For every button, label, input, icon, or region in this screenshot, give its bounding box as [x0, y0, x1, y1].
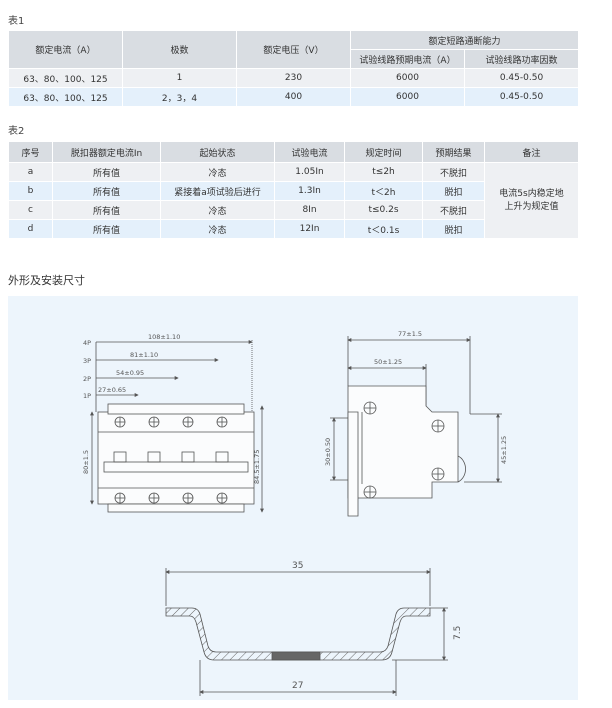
th-test-current: 试验电流	[274, 141, 345, 163]
table-row: c 所有值 冷态 8In t≤0.2s 不脱扣	[8, 200, 579, 220]
dim-label: 80±1.5	[82, 450, 90, 474]
cell: 12In	[274, 219, 345, 239]
table-row: 63、80、100、125 2，3，4 400 6000 0.45-0.50	[8, 87, 580, 107]
cell: 1.3In	[274, 181, 345, 201]
cell: t＜2h	[344, 181, 423, 201]
cell: 63、80、100、125	[8, 68, 123, 88]
note-line: 电流5s内稳定地	[499, 188, 564, 199]
pole-label: 1P	[83, 392, 91, 400]
pole-dimension-lines	[95, 340, 253, 412]
dim-label: 45±1.25	[500, 436, 508, 464]
cell: 冷态	[160, 219, 275, 239]
dim-label: 7.5	[453, 626, 463, 640]
note-cell: 电流5s内稳定地 上升为规定值	[484, 162, 579, 239]
th-result: 预期结果	[422, 141, 485, 163]
table-row: d 所有值 冷态 12In t＜0.1s 脱扣	[8, 219, 579, 239]
din-rail-drawing	[165, 568, 448, 696]
th-power-factor: 试验线路功率因数	[463, 49, 580, 69]
table-row: a 所有值 冷态 1.05In t≤2h 不脱扣 电流5s内稳定地 上升为规定值	[8, 162, 579, 239]
cell: 脱扣	[422, 219, 485, 239]
section-title: 外形及安装尺寸	[8, 274, 85, 287]
cell: t≤2h	[344, 162, 423, 182]
dim-label: 77±1.5	[398, 330, 422, 338]
table1-caption: 表1	[8, 16, 25, 27]
cell: 1.05In	[274, 162, 345, 182]
front-view-drawing	[90, 340, 264, 513]
table-row: 63、80、100、125 1 230 6000 0.45-0.50	[8, 68, 580, 88]
table2-caption: 表2	[8, 126, 25, 137]
pole-label: 4P	[83, 339, 91, 347]
cell: 63、80、100、125	[8, 87, 123, 107]
cell: 冷态	[160, 162, 275, 182]
dim-label: 54±0.95	[116, 369, 144, 377]
th-state: 起始状态	[160, 141, 275, 163]
cell: 所有值	[52, 219, 161, 239]
cell: 8In	[274, 200, 345, 220]
dim-label: 30±0.50	[324, 438, 332, 466]
dimension-drawings: 4P 3P 2P 1P 108±1.10 81±1.10 54±0.95 27±…	[82, 330, 508, 696]
th-rated-current: 额定电流（A）	[8, 30, 123, 69]
th-poles: 极数	[122, 30, 237, 69]
side-view-drawing	[330, 336, 502, 517]
cell: 2，3，4	[122, 87, 237, 107]
note-line: 上升为规定值	[504, 201, 559, 212]
cell: c	[8, 200, 53, 220]
th-breaking-capacity: 额定短路通断能力	[349, 30, 580, 50]
dim-label: 84.5±1.75	[253, 450, 261, 484]
cell: 1	[122, 68, 237, 88]
drawing-panel: 4P 3P 2P 1P 108±1.10 81±1.10 54±0.95 27±…	[8, 296, 578, 700]
th-test-current: 试验线路预期电流（A）	[350, 49, 465, 69]
cell: b	[8, 181, 53, 201]
cell: 脱扣	[422, 181, 485, 201]
cell: 400	[236, 87, 351, 107]
cell: 230	[236, 68, 351, 88]
cell: t≤0.2s	[344, 200, 423, 220]
cell: 所有值	[52, 162, 161, 182]
dim-label: 27	[292, 681, 303, 691]
dim-label: 81±1.10	[130, 351, 158, 359]
cell: 所有值	[52, 181, 161, 201]
cell: 6000	[350, 68, 465, 88]
cell: 0.45-0.50	[463, 68, 580, 88]
dim-label: 35	[292, 561, 303, 571]
cell: t＜0.1s	[344, 219, 423, 239]
cell: 不脱扣	[422, 162, 485, 182]
dim-label: 27±0.65	[98, 386, 126, 394]
dim-label: 108±1.10	[148, 333, 180, 341]
cell: a	[8, 162, 53, 182]
cell: 不脱扣	[422, 200, 485, 220]
th-no: 序号	[8, 141, 53, 163]
th-rated-voltage: 额定电压（V）	[236, 30, 351, 69]
table2: 序号 脱扣器额定电流In 起始状态 试验电流 规定时间 预期结果 备注 a 所有…	[8, 141, 579, 239]
th-rated: 脱扣器额定电流In	[52, 141, 161, 163]
cell: 6000	[350, 87, 465, 107]
dim-label: 50±1.25	[374, 358, 402, 366]
cell: 0.45-0.50	[463, 87, 580, 107]
cell: 冷态	[160, 200, 275, 220]
pole-label: 2P	[83, 375, 91, 383]
cell: d	[8, 219, 53, 239]
cell: 所有值	[52, 200, 161, 220]
th-time: 规定时间	[344, 141, 423, 163]
cell: 紧接着a项试验后进行	[160, 181, 275, 201]
pole-label: 3P	[83, 357, 91, 365]
th-note: 备注	[484, 141, 579, 163]
table1: 额定电流（A） 极数 额定电压（V） 额定短路通断能力 试验线路预期电流（A） …	[8, 30, 580, 107]
